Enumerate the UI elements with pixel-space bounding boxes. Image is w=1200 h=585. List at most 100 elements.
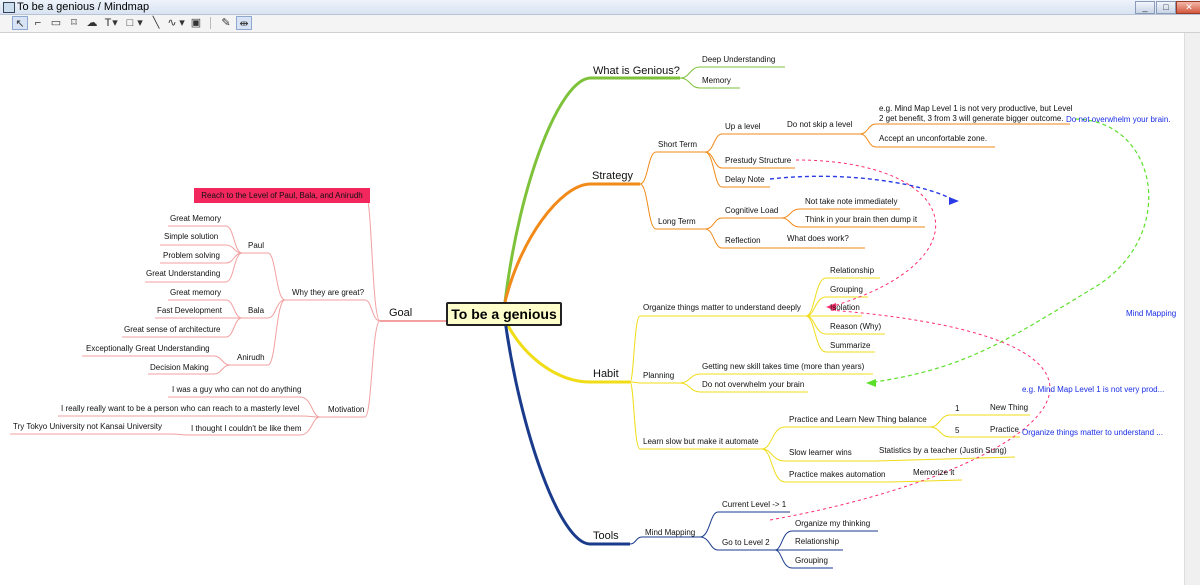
- node-habit[interactable]: Habit: [593, 368, 619, 380]
- text-icon[interactable]: T: [104, 17, 112, 29]
- node-paul-problem-solving[interactable]: Problem solving: [163, 251, 220, 260]
- link-label-overwhelm: Do not overwhelm your brain.: [1066, 115, 1171, 124]
- node-tools-relationship[interactable]: Relationship: [795, 537, 840, 546]
- link-label-mind-mapping: Mind Mapping: [1126, 309, 1177, 318]
- node-accept-zone[interactable]: Accept an unconfortable zone.: [879, 134, 988, 143]
- node-motivation[interactable]: Motivation: [328, 405, 365, 414]
- node-long-term[interactable]: Long Term: [658, 217, 696, 226]
- node-not-take-note[interactable]: Not take note immediately: [805, 197, 898, 206]
- node-skill-takes-time[interactable]: Getting new skill takes time (more than …: [702, 362, 865, 371]
- node-cognitive-load[interactable]: Cognitive Load: [725, 206, 779, 215]
- node-bala-fast-development[interactable]: Fast Development: [157, 306, 222, 315]
- node-goal[interactable]: Goal: [389, 307, 413, 319]
- node-anirudh[interactable]: Anirudh: [237, 353, 265, 362]
- node-memorize[interactable]: Memorize it: [913, 468, 955, 477]
- curve-icon[interactable]: ∿: [167, 17, 177, 29]
- node-current-level[interactable]: Current Level -> 1: [722, 500, 787, 509]
- node-motivation-2[interactable]: I really really want to be a person who …: [61, 404, 300, 413]
- node-slow-learner[interactable]: Slow learner wins: [789, 448, 852, 457]
- shape-icon[interactable]: ⌑: [71, 17, 77, 29]
- node-motivation-1[interactable]: I was a guy who can not do anything: [172, 385, 302, 394]
- node-example-line2[interactable]: 2 get benefit, 3 from 3 will generate bi…: [879, 114, 1064, 123]
- node-reflection[interactable]: Reflection: [725, 236, 761, 245]
- node-think-dump[interactable]: Think in your brain then dump it: [805, 215, 918, 224]
- minimize-button[interactable]: _: [1135, 1, 1155, 14]
- node-statistics[interactable]: Statistics by a teacher (Justin Sung): [879, 446, 1007, 455]
- node-what-works[interactable]: What does work?: [787, 234, 849, 243]
- node-paul-great-memory[interactable]: Great Memory: [170, 214, 222, 223]
- node-organize[interactable]: Organize things matter to understand dee…: [643, 303, 801, 312]
- dropdown-icon[interactable]: ▾: [137, 17, 143, 29]
- line-icon[interactable]: ╲: [152, 17, 160, 29]
- node-up-a-level[interactable]: Up a level: [725, 122, 761, 131]
- link-overwhelm-green: [867, 118, 1150, 384]
- node-bala[interactable]: Bala: [248, 306, 265, 315]
- node-paul-great-understanding[interactable]: Great Understanding: [146, 269, 221, 278]
- node-organize-thinking[interactable]: Organize my thinking: [795, 519, 871, 528]
- node-new-thing[interactable]: New Thing: [990, 403, 1029, 412]
- drawing-toolbar: ↖ ⌐ ▭ ⌑ ☁ T ▾ □ ▾ ╲ ∿ ▾ ▣ ✎ ⇹: [0, 15, 1200, 33]
- window-titlebar: To be a genious / Mindmap _ □ ✕: [0, 0, 1200, 15]
- branch-strategy-line: [503, 182, 640, 303]
- connector-icon[interactable]: ⌐: [34, 17, 42, 29]
- node-ratio-practice[interactable]: 5: [955, 426, 960, 435]
- node-do-not-overwhelm[interactable]: Do not overwhelm your brain: [702, 380, 805, 389]
- node-go-level-2[interactable]: Go to Level 2: [722, 538, 770, 547]
- select-arrow-icon[interactable]: ↖: [12, 16, 28, 30]
- cloud-icon[interactable]: ☁: [86, 17, 98, 29]
- node-deep-understanding[interactable]: Deep Understanding: [702, 55, 776, 64]
- node-grouping[interactable]: Grouping: [830, 285, 863, 294]
- node-prestudy[interactable]: Prestudy Structure: [725, 156, 792, 165]
- node-practice[interactable]: Practice: [990, 425, 1019, 434]
- node-reason-why[interactable]: Reason (Why): [830, 322, 882, 331]
- image-icon[interactable]: ▣: [190, 17, 202, 29]
- node-tools-grouping[interactable]: Grouping: [795, 556, 828, 565]
- rounded-rect-icon[interactable]: ▭: [50, 17, 62, 29]
- node-example-line1[interactable]: e.g. Mind Map Level 1 is not very produc…: [879, 104, 1073, 113]
- link-label-level-example: e.g. Mind Map Level 1 is not very prod..…: [1022, 385, 1165, 394]
- node-bala-architecture[interactable]: Great sense of architecture: [124, 325, 221, 334]
- node-practice-automation[interactable]: Practice makes automation: [789, 470, 886, 479]
- node-tools[interactable]: Tools: [593, 530, 619, 542]
- node-what-is-genious[interactable]: What is Genious?: [593, 65, 680, 77]
- node-paul[interactable]: Paul: [248, 241, 265, 250]
- node-mind-mapping[interactable]: Mind Mapping: [645, 528, 696, 537]
- app-icon: [3, 2, 15, 13]
- link-mindmapping-organize: [769, 309, 1051, 521]
- arrowhead-isolation: [826, 303, 836, 311]
- rectangle-icon[interactable]: □: [126, 17, 134, 29]
- node-ratio-new[interactable]: 1: [955, 404, 960, 413]
- node-anirudh-decision[interactable]: Decision Making: [150, 363, 209, 372]
- vertical-scrollbar[interactable]: [1184, 33, 1200, 585]
- node-short-term[interactable]: Short Term: [658, 140, 697, 149]
- node-anirudh-understanding[interactable]: Exceptionally Great Understanding: [86, 344, 210, 353]
- root-node[interactable]: To be a genious: [446, 302, 562, 326]
- pin-icon[interactable]: ✎: [221, 17, 231, 29]
- close-button[interactable]: ✕: [1176, 1, 1200, 14]
- node-do-not-skip[interactable]: Do not skip a level: [787, 120, 853, 129]
- node-strategy[interactable]: Strategy: [592, 170, 633, 182]
- node-motivation-3[interactable]: I thought I couldn't be like them: [191, 424, 302, 433]
- dropdown-icon[interactable]: ▾: [179, 17, 185, 29]
- branch-habit-line: [503, 319, 630, 384]
- node-tokyo-university[interactable]: Try Tokyo University not Kansai Universi…: [13, 422, 162, 431]
- toolbar-separator: [210, 17, 211, 29]
- node-paul-simple-solution[interactable]: Simple solution: [164, 232, 219, 241]
- node-delay-note[interactable]: Delay Note: [725, 175, 765, 184]
- arrowhead-not-take-note: [949, 197, 959, 205]
- node-planning[interactable]: Planning: [643, 371, 675, 380]
- mindmap-canvas[interactable]: [0, 33, 1183, 585]
- node-summarize[interactable]: Summarize: [830, 341, 871, 350]
- node-relationship[interactable]: Relationship: [830, 266, 875, 275]
- node-isolation[interactable]: Isolation: [830, 303, 860, 312]
- node-goal-target[interactable]: Reach to the Level of Paul, Bala, and An…: [194, 188, 370, 203]
- align-icon[interactable]: ⇹: [236, 16, 252, 30]
- node-memory[interactable]: Memory: [702, 76, 731, 85]
- node-learn-slow[interactable]: Learn slow but make it automate: [643, 437, 759, 446]
- node-why-great[interactable]: Why they are great?: [292, 288, 365, 297]
- node-practice-balance[interactable]: Practice and Learn New Thing balance: [789, 415, 927, 424]
- maximize-button[interactable]: □: [1156, 1, 1176, 14]
- node-bala-great-memory[interactable]: Great memory: [170, 288, 222, 297]
- dropdown-icon[interactable]: ▾: [112, 17, 118, 29]
